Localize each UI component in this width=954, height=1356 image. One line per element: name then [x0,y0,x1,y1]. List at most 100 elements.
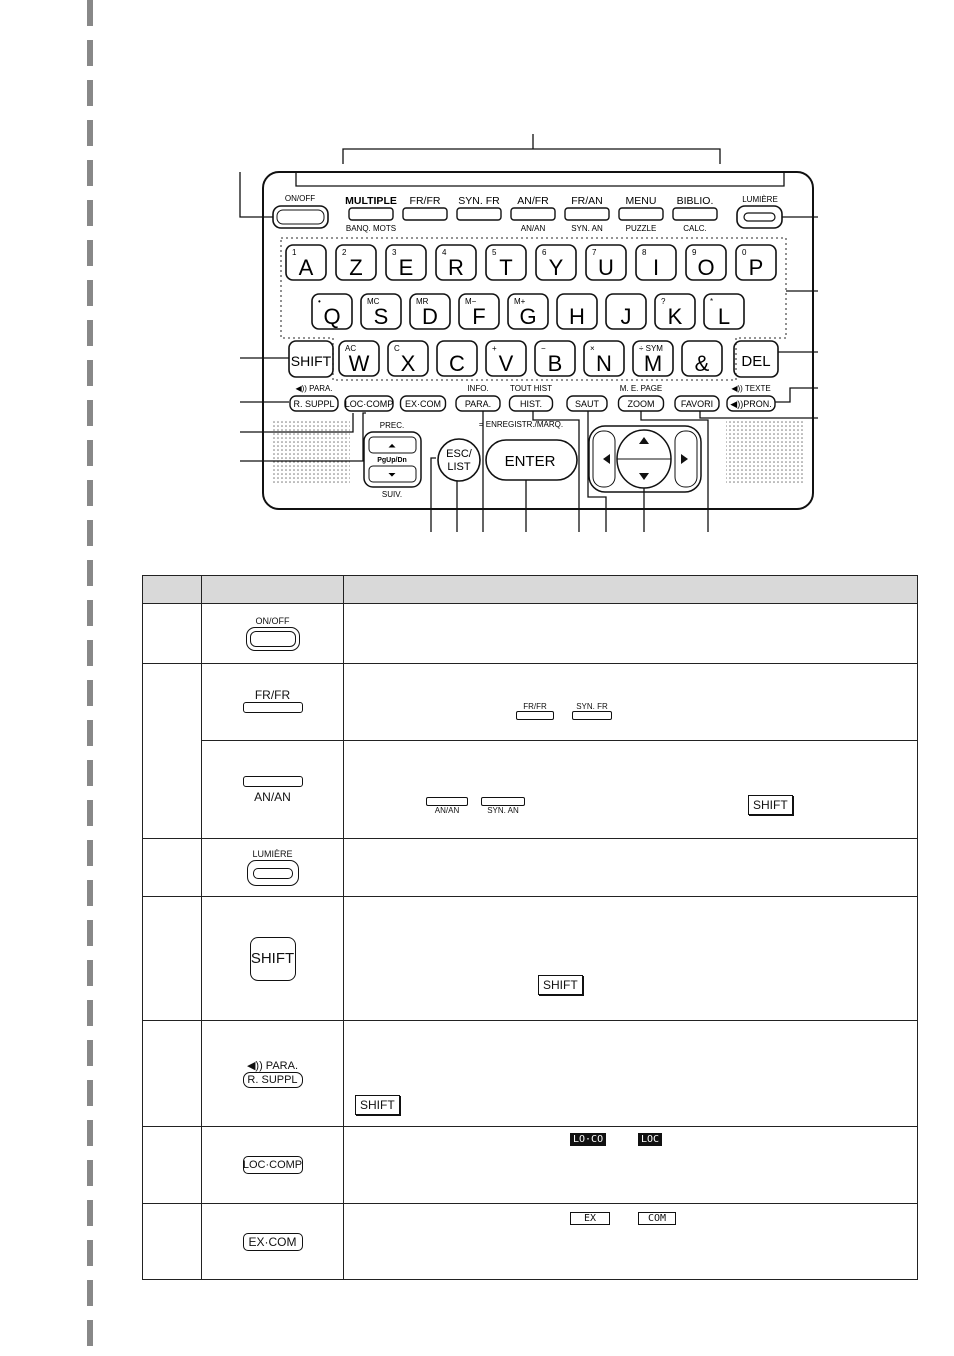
function-small-key[interactable] [289,395,339,412]
letter-key[interactable] [605,293,647,330]
letter-key[interactable] [534,340,576,377]
letter-key[interactable] [654,293,696,330]
table-row: ON/OFF [142,603,918,664]
del-label: DEL [741,353,770,370]
key-letter: A [299,255,314,280]
key-table: ON/OFF FR/FR FR/FR SYN. FR AN/AN AN/AN [142,575,918,1280]
key-sublabel: 8 [642,248,647,257]
on-off-key [272,205,329,229]
key-sublabel: ? [661,297,666,306]
table-row: LUMIÈRE [142,838,918,897]
small-key-above-label: M. E. PAGE [620,384,663,393]
key-top-caption: ◀)) PARA. [246,1060,299,1072]
letter-key[interactable] [311,293,353,330]
letter-key[interactable] [632,340,674,377]
function-small-key[interactable] [674,395,720,412]
func-key-label: FR/FR [410,195,441,207]
cut-line [87,0,93,1356]
func-key[interactable] [402,207,448,221]
key-letter: M [644,351,662,376]
lcd-loc-icon: LOC [638,1133,663,1146]
table-row: EX·COM EX COM [142,1203,918,1280]
r-suppl-key-icon: R. SUPPL [242,1072,303,1088]
func-key[interactable] [618,207,664,221]
small-key-above-label: INFO. [467,384,488,393]
small-key-label: EX·COM [405,399,441,409]
func-key-sub-label: BANQ. MOTS [346,224,396,233]
letter-key[interactable] [360,293,402,330]
letter-key[interactable] [409,293,451,330]
lcd-ex-icon: EX [570,1212,610,1225]
key-caption: AN/AN [254,789,291,804]
letter-key[interactable] [556,293,598,330]
right-arrow-icon [681,454,688,464]
letter-key[interactable] [681,340,723,377]
key-letter: D [422,304,438,329]
key-letter: J [621,304,632,329]
func-key[interactable] [348,207,394,221]
key-sublabel: * [710,297,713,306]
func-key[interactable] [564,207,610,221]
on-off-caption: ON/OFF [285,194,315,203]
letter-key[interactable] [485,340,527,377]
key-letter: Z [349,255,362,280]
func-key-sub-label: SYN. AN [571,224,603,233]
letter-key[interactable] [435,244,477,281]
letter-key[interactable] [735,244,777,281]
letter-key[interactable] [685,244,727,281]
key-letter: R [448,255,464,280]
key-letter: W [349,351,370,376]
letter-key[interactable] [485,244,527,281]
key-letter: H [569,304,585,329]
svg-text:⏶: ⏶ [388,441,396,452]
key-caption: ON/OFF [255,616,290,626]
letter-key[interactable] [338,340,380,377]
letter-key[interactable] [285,244,327,281]
function-small-key[interactable] [508,395,554,412]
letter-key[interactable] [583,340,625,377]
letter-key[interactable] [635,244,677,281]
svg-text:ESC/: ESC/ [446,448,473,460]
func-key[interactable] [456,207,502,221]
key-sublabel: − [541,344,546,353]
letter-key[interactable] [458,293,500,330]
letter-key[interactable] [703,293,745,330]
key-letter: L [718,304,730,329]
letter-key[interactable] [507,293,549,330]
table-header [343,575,918,604]
small-key-label: HIST. [520,399,542,409]
function-small-key[interactable] [399,395,447,412]
key-sublabel: 0 [742,248,747,257]
func-key[interactable] [510,207,556,221]
function-small-key[interactable] [566,395,608,412]
table-row: FR/FR FR/FR SYN. FR [142,663,918,839]
letter-key[interactable] [535,244,577,281]
function-small-key[interactable] [455,395,501,412]
letter-key[interactable] [387,340,429,377]
key-letter: F [472,304,485,329]
letter-key[interactable] [585,244,627,281]
shift-ref-icon: SHIFT [748,795,793,815]
table-row: LOC·COMP LO·CO LOC [142,1126,918,1204]
func-key[interactable] [672,207,718,221]
on-off-key-icon [245,627,300,651]
function-small-key[interactable] [344,395,394,412]
key-sublabel: C [394,344,400,353]
key-caption: LUMIÈRE [252,849,293,859]
function-small-key[interactable] [726,395,776,412]
suiv-caption: SUIV. [382,490,402,499]
letter-key[interactable] [436,340,478,377]
del-key [733,340,779,378]
small-key-label: FAVORI [681,399,713,409]
letter-key[interactable] [335,244,377,281]
key-letter: N [596,351,612,376]
shift-label: SHIFT [291,353,332,369]
table-row: ◀)) PARA. R. SUPPL SHIFT [142,1020,918,1127]
ref-syn-an: SYN. AN [487,806,519,815]
svg-text:LIST: LIST [447,461,471,473]
key-letter: Y [549,255,564,280]
shift-key-icon: SHIFT [249,936,296,981]
letter-key[interactable] [385,244,427,281]
key-sublabel: + [492,344,497,353]
small-key-label: R. SUPPL [293,399,334,409]
